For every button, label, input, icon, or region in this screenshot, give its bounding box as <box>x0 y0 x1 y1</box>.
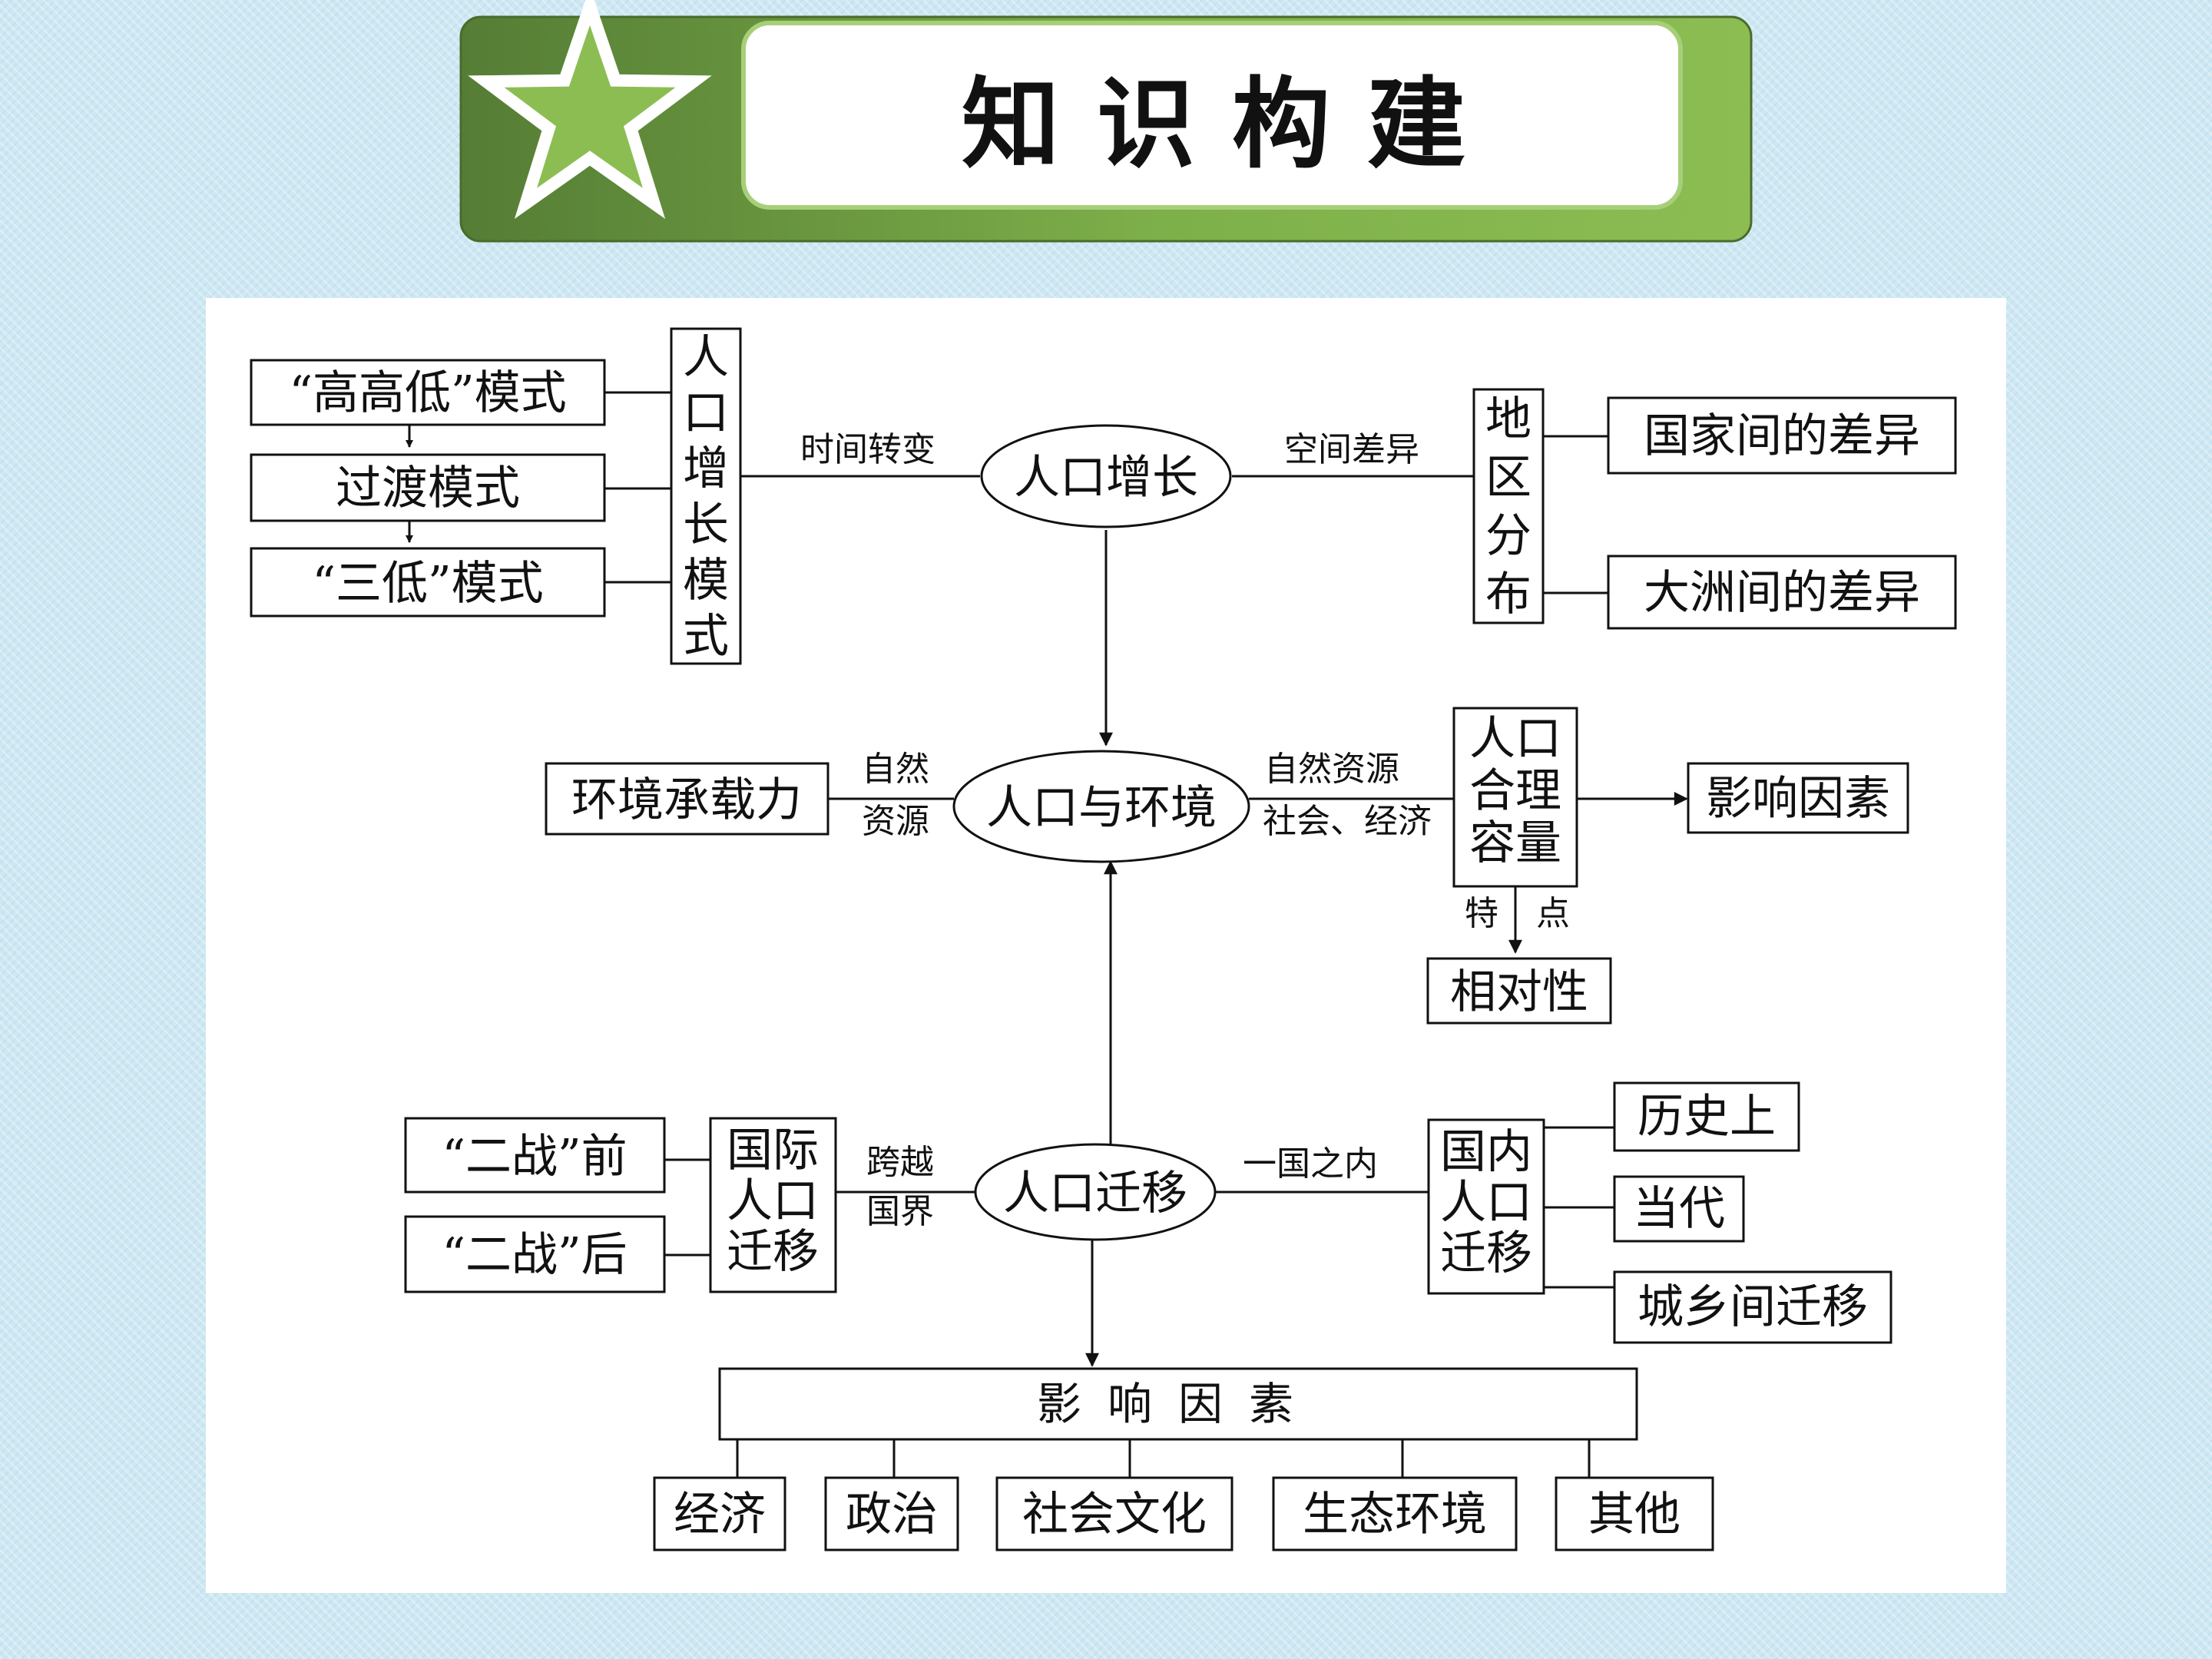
population-migration-node: 人口迁移 <box>974 1143 1217 1241</box>
mode-box: “高高低”模式 <box>250 359 606 426</box>
env-right-link-line2: 社会、经济 <box>1263 802 1432 841</box>
domestic-type-box: 城乡间迁移 <box>1613 1270 1892 1344</box>
capacity-label-line1: 人口 <box>1469 712 1561 766</box>
population-growth-node: 人口增长 <box>980 424 1232 528</box>
domestic-type-label: 历史上 <box>1637 1090 1776 1144</box>
capacity-label-line2: 合理 <box>1469 764 1561 818</box>
feature-label-right: 点 <box>1536 894 1570 933</box>
env-left-link-line2: 资源 <box>862 802 929 841</box>
dom-label-line2: 人口 <box>1440 1176 1532 1230</box>
factor-label: 生态环境 <box>1303 1488 1487 1541</box>
mode-box-label: “三低”模式 <box>312 557 543 611</box>
star-icon <box>468 0 712 219</box>
mig-left-link-line2: 国界 <box>866 1192 934 1231</box>
influence-factors-label: 影响因素 <box>1706 772 1890 826</box>
reasonable-capacity-box: 人口 合理 容量 <box>1452 707 1578 888</box>
intl-label-line1: 国际 <box>727 1124 819 1177</box>
mode-box: 过渡模式 <box>250 453 606 522</box>
vertical-char: 分 <box>1485 509 1532 563</box>
domestic-type-box: 历史上 <box>1613 1081 1800 1152</box>
factor-label: 社会文化 <box>1022 1488 1207 1541</box>
growth-mode-box: 人口增长模式 <box>670 327 742 665</box>
difference-box-label: 国家间的差异 <box>1644 409 1920 463</box>
growth-mode-label: 人口增长模式 <box>683 330 729 663</box>
vertical-char: 地 <box>1485 392 1532 446</box>
era-box-label: “二战”后 <box>442 1228 627 1282</box>
domestic-type-label: 城乡间迁移 <box>1637 1280 1868 1334</box>
vertical-char: 布 <box>1485 568 1532 621</box>
domestic-type-box: 当代 <box>1613 1175 1745 1243</box>
intl-label-line3: 迁移 <box>727 1225 819 1279</box>
dom-text-3: 迁移 <box>1440 1227 1532 1280</box>
population-environment-label: 人口与环境 <box>986 781 1217 835</box>
intl-text-1: 国际 <box>727 1124 819 1177</box>
factor-label: 经济 <box>674 1488 766 1541</box>
feature-label-left: 特 <box>1465 894 1498 933</box>
connectors <box>406 391 1688 1478</box>
factor-box: 其他 <box>1555 1476 1714 1551</box>
capacity-text-2: 合理 <box>1469 764 1561 818</box>
capacity-label-line3: 容量 <box>1469 816 1561 870</box>
factor-box: 生态环境 <box>1272 1476 1518 1551</box>
intl-text-2: 人口 <box>727 1174 819 1228</box>
population-growth-label: 人口增长 <box>1014 451 1198 505</box>
difference-box-label: 大洲间的差异 <box>1644 566 1920 620</box>
env-right-link-line1: 自然资源 <box>1264 750 1399 789</box>
dom-text-2: 人口 <box>1440 1176 1532 1230</box>
concept-map: “高高低”模式 过渡模式 “三低”模式 人口增长模式 时间转变 空间差异 人口增… <box>250 327 1957 1551</box>
banner-title-box <box>741 21 1683 210</box>
dom-label-line1: 国内 <box>1440 1125 1532 1179</box>
difference-box: 国家间的差异 <box>1607 396 1957 475</box>
domestic-migration-box: 国内 人口 迁移 <box>1427 1118 1545 1295</box>
distribution-box: 地区分布 <box>1472 388 1545 624</box>
intl-text-3: 迁移 <box>727 1225 819 1279</box>
mode-box: “三低”模式 <box>250 547 606 618</box>
international-migration-box: 国际 人口 迁移 <box>709 1117 837 1293</box>
page-title: 知识构建 <box>961 67 1502 182</box>
vertical-char: 人 <box>683 330 729 384</box>
migration-factors-label: 影响因素 <box>1037 1378 1320 1430</box>
dom-label-line3: 迁移 <box>1440 1227 1532 1280</box>
factor-label: 政治 <box>846 1488 938 1541</box>
capacity-text-1: 人口 <box>1469 712 1561 766</box>
era-box: “二战”后 <box>404 1215 666 1293</box>
mig-left-link-line1: 跨越 <box>866 1143 934 1182</box>
factor-box: 政治 <box>824 1476 959 1551</box>
domestic-type-label: 当代 <box>1633 1182 1725 1236</box>
intl-label-line2: 人口 <box>727 1174 819 1228</box>
vertical-char: 口 <box>683 386 729 440</box>
factor-box: 社会文化 <box>995 1476 1233 1551</box>
time-change-label: 时间转变 <box>800 430 935 469</box>
mig-right-link-label: 一国之内 <box>1243 1144 1378 1184</box>
difference-box: 大洲间的差异 <box>1607 555 1957 630</box>
vertical-char: 式 <box>683 610 729 664</box>
vertical-char: 区 <box>1485 451 1532 505</box>
population-migration-label: 人口迁移 <box>1003 1167 1187 1220</box>
carrying-capacity-label: 环境承载力 <box>571 773 802 827</box>
era-box: “二战”前 <box>404 1117 666 1194</box>
env-left-link-line1: 自然 <box>862 750 929 789</box>
population-environment-node: 人口与环境 <box>952 750 1250 863</box>
migration-factors-box: 影响因素 <box>718 1367 1638 1441</box>
era-box-label: “二战”前 <box>442 1130 627 1184</box>
factor-label: 其他 <box>1588 1488 1681 1541</box>
distribution-label: 地区分布 <box>1485 392 1532 621</box>
dom-text-1: 国内 <box>1440 1125 1532 1179</box>
mode-box-label: 过渡模式 <box>336 462 520 515</box>
vertical-char: 模 <box>683 554 729 608</box>
mode-box-label: “高高低”模式 <box>289 366 566 420</box>
space-difference-label: 空间差异 <box>1284 430 1419 469</box>
vertical-char: 增 <box>683 442 729 496</box>
vertical-char: 长 <box>683 498 729 551</box>
factor-box: 经济 <box>653 1476 786 1551</box>
influence-factors-box: 影响因素 <box>1687 762 1909 834</box>
relativity-box: 相对性 <box>1426 957 1612 1025</box>
carrying-capacity-box: 环境承载力 <box>545 762 830 836</box>
header-banner <box>459 0 1753 243</box>
relativity-label: 相对性 <box>1450 965 1588 1019</box>
capacity-text-3: 容量 <box>1469 816 1561 870</box>
